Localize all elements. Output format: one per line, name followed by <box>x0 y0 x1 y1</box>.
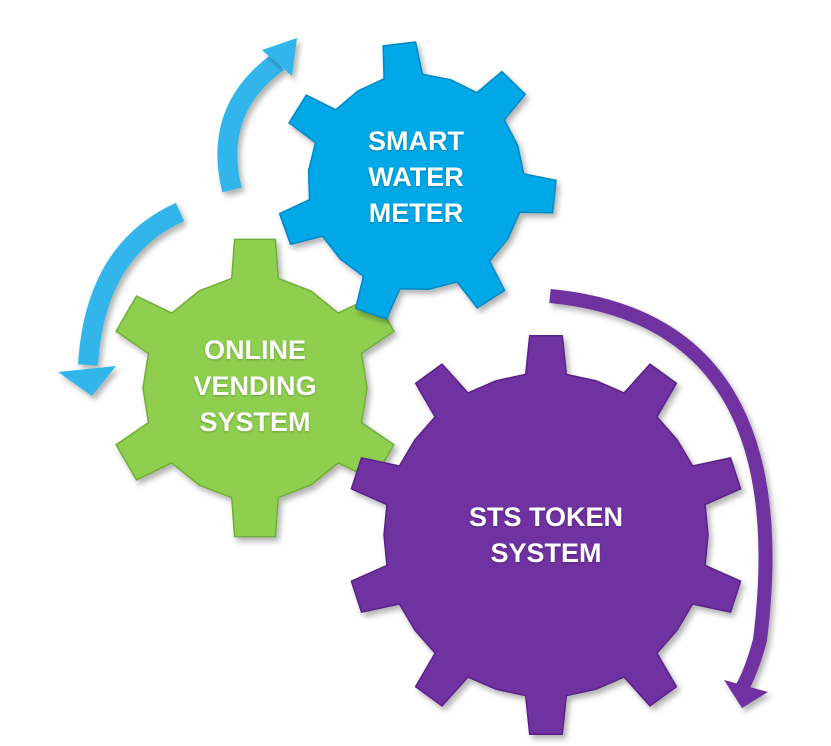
blue-arrow-down-shaft <box>78 202 185 366</box>
sts-token-system-label: STS TOKEN SYSTEM <box>469 499 623 571</box>
purple-arrow-shaft <box>549 289 773 692</box>
label-line: STS TOKEN <box>468 502 624 532</box>
purple-arrow-head <box>724 680 768 708</box>
sts-token-system-gear <box>350 334 742 736</box>
label-line: SYSTEM <box>490 538 602 568</box>
label-line: ONLINE <box>203 335 306 365</box>
blue-arrow-up-head <box>262 38 297 76</box>
smart-water-meter-gear <box>278 41 557 320</box>
online-vending-system-gear <box>115 238 395 538</box>
label-line: METER <box>368 198 464 228</box>
blue-arrow-down-head <box>58 366 116 396</box>
online-vending-system-label: ONLINE VENDING SYSTEM <box>193 332 316 440</box>
blue-arrow-up-shaft <box>217 53 285 193</box>
label-line: WATER <box>368 162 464 192</box>
label-line: SMART <box>368 126 464 156</box>
smart-water-meter-label: SMART WATER METER <box>368 123 464 231</box>
label-line: SYSTEM <box>199 407 311 437</box>
label-line: VENDING <box>193 371 317 401</box>
